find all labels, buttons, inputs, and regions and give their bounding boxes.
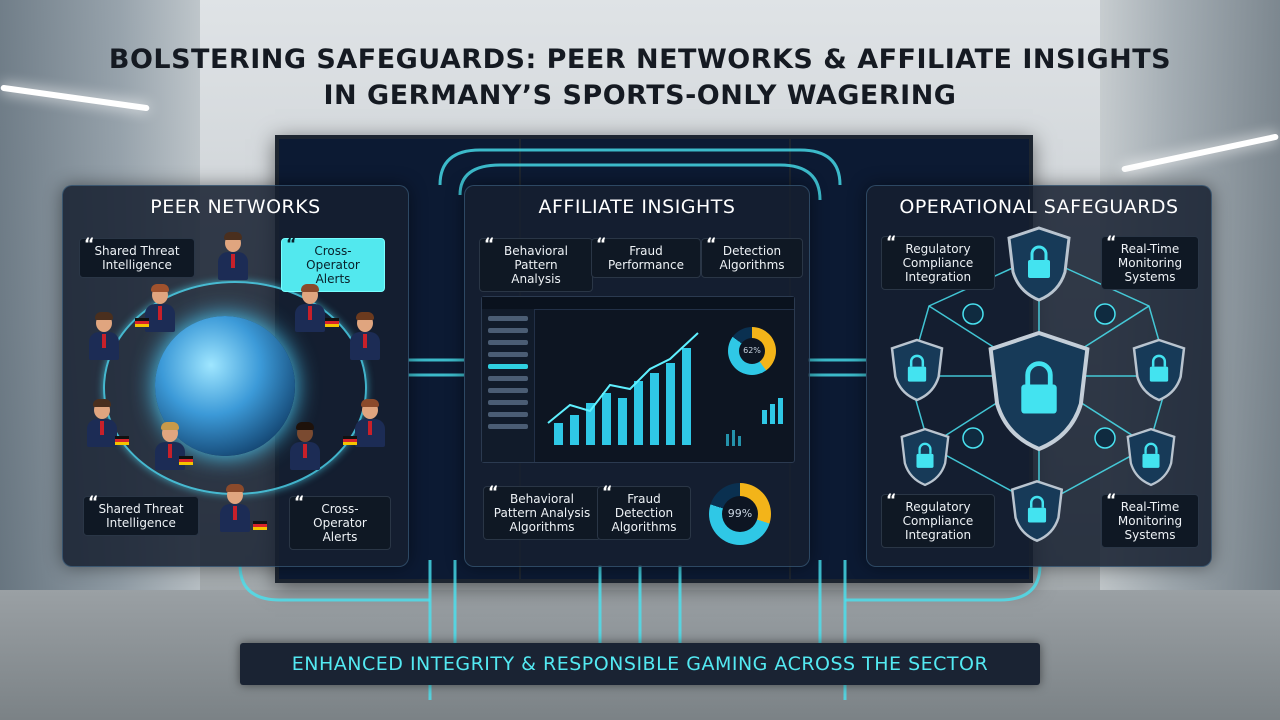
- german-flag-icon: [343, 436, 357, 445]
- person-icon: [143, 284, 177, 332]
- quote-icon: “: [1106, 490, 1117, 509]
- affiliate-insights-panel: AFFILIATE INSIGHTS “ Behavioral Pattern …: [464, 185, 810, 567]
- person-icon: [216, 232, 250, 280]
- german-flag-icon: [253, 521, 267, 530]
- donut-label: 99%: [722, 496, 758, 532]
- bubble-detection-algorithms: “ Detection Algorithms: [701, 234, 803, 278]
- shield-lock-icon: [1010, 479, 1064, 543]
- person-icon: [293, 284, 327, 332]
- quote-icon: “: [596, 234, 607, 253]
- donut-chart-icon: 99%: [709, 483, 771, 545]
- shield-lock-icon: [988, 330, 1090, 452]
- bubble-shared-threat-intelligence-2: “ Shared Threat Intelligence: [83, 492, 199, 536]
- operational-safeguards-heading: OPERATIONAL SAFEGUARDS: [899, 196, 1179, 218]
- globe-icon: [155, 316, 295, 456]
- shield-lock-icon: [1132, 338, 1186, 402]
- quote-icon: “: [602, 482, 613, 501]
- quote-icon: “: [1106, 232, 1117, 251]
- person-icon: [87, 312, 121, 360]
- bubble-behavioral-pattern-algorithms: “ Behavioral Pattern Analysis Algorithms: [483, 482, 601, 540]
- quote-icon: “: [84, 234, 95, 253]
- person-icon: [288, 422, 322, 470]
- german-flag-icon: [325, 318, 339, 327]
- analytics-dashboard: 62%: [481, 296, 795, 463]
- quote-icon: “: [294, 492, 305, 511]
- bubble-fraud-detection-algorithms: “ Fraud Detection Algorithms: [597, 482, 691, 540]
- title-line-1: BOLSTERING SAFEGUARDS: PEER NETWORKS & A…: [108, 44, 1172, 75]
- quote-icon: “: [88, 492, 99, 511]
- title-line-2: IN GERMANY’S SPORTS-ONLY WAGERING: [323, 80, 957, 111]
- quote-icon: “: [886, 232, 897, 251]
- footer-banner: ENHANCED INTEGRITY & RESPONSIBLE GAMING …: [240, 643, 1040, 685]
- dashboard-topbar: [482, 297, 794, 310]
- quote-icon: “: [484, 234, 495, 253]
- page-title: BOLSTERING SAFEGUARDS: PEER NETWORKS & A…: [0, 42, 1280, 114]
- person-icon: [218, 484, 252, 532]
- bubble-real-time-monitoring-systems: “ Real-Time Monitoring Systems: [1101, 232, 1199, 290]
- peer-networks-panel: PEER NETWORKS “ Shared Threat Intelligen…: [62, 185, 409, 567]
- bubble-regulatory-compliance-integration: “ Regulatory Compliance Integration: [881, 232, 995, 290]
- peer-networks-heading: PEER NETWORKS: [150, 196, 321, 218]
- shield-lock-icon: [1126, 427, 1176, 487]
- donut-chart-icon: 62%: [728, 327, 776, 375]
- bubble-cross-operator-alerts-2: “ Cross-Operator Alerts: [289, 492, 391, 550]
- mini-bar-chart-icon: [726, 398, 783, 446]
- quote-icon: “: [886, 490, 897, 509]
- affiliate-insights-heading: AFFILIATE INSIGHTS: [538, 196, 736, 218]
- bubble-regulatory-compliance-integration-2: “ Regulatory Compliance Integration: [881, 490, 995, 548]
- german-flag-icon: [135, 318, 149, 327]
- quote-icon: “: [286, 234, 297, 253]
- bar-chart-icon: [547, 332, 699, 445]
- person-icon: [353, 399, 387, 447]
- german-flag-icon: [115, 436, 129, 445]
- quote-icon: “: [488, 482, 499, 501]
- bubble-behavioral-pattern-analysis: “ Behavioral Pattern Analysis: [479, 234, 593, 292]
- donut-small-label: 62%: [739, 338, 765, 364]
- shield-lock-icon: [900, 427, 950, 487]
- shield-lock-icon: [890, 338, 944, 402]
- shield-lock-icon: [1007, 226, 1071, 302]
- person-icon: [85, 399, 119, 447]
- bubble-real-time-monitoring-systems-2: “ Real-Time Monitoring Systems: [1101, 490, 1199, 548]
- german-flag-icon: [179, 456, 193, 465]
- person-icon: [348, 312, 382, 360]
- bubble-fraud-performance: “ Fraud Performance: [591, 234, 701, 278]
- dashboard-sidebar: [482, 309, 535, 462]
- operational-safeguards-panel: OPERATIONAL SAFEGUARDS: [866, 185, 1212, 567]
- bubble-cross-operator-alerts: “ Cross-Operator Alerts: [281, 234, 385, 292]
- quote-icon: “: [706, 234, 717, 253]
- bubble-shared-threat-intelligence: “ Shared Threat Intelligence: [79, 234, 195, 278]
